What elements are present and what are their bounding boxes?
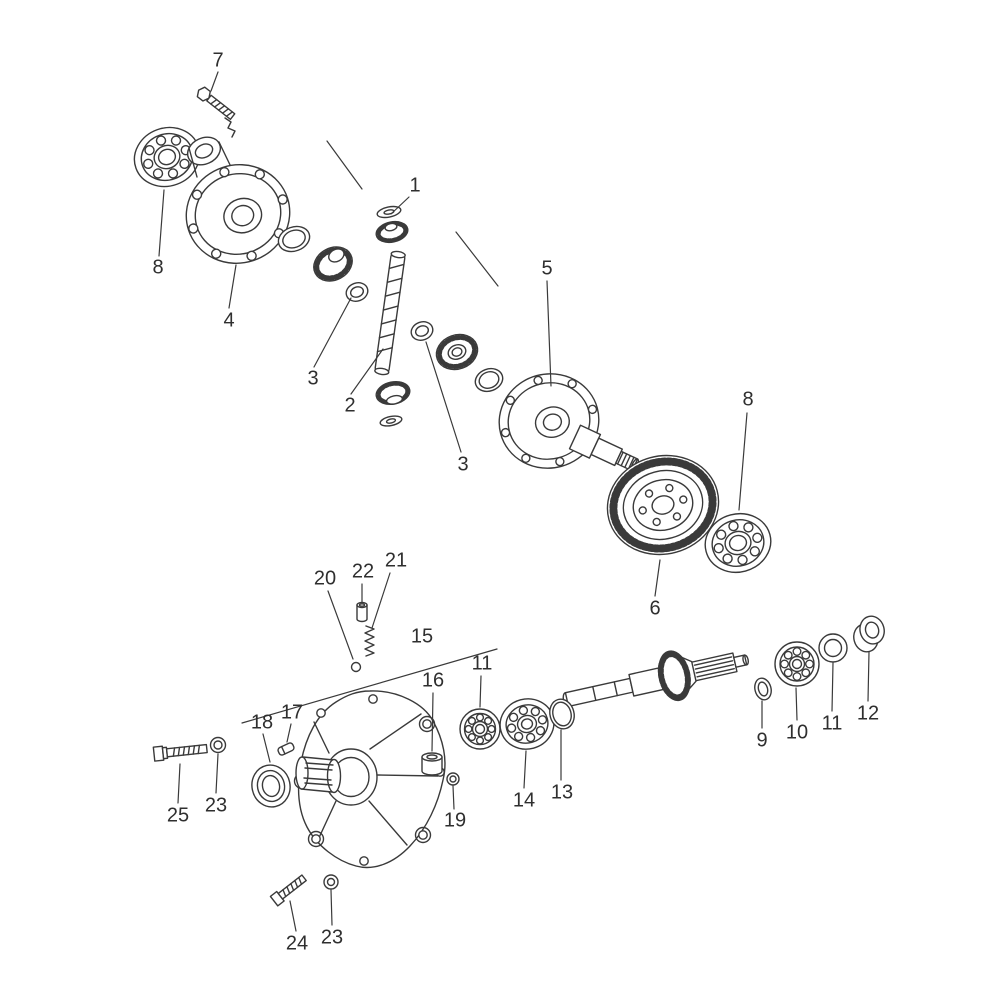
callout-1-6: 1 <box>409 174 421 197</box>
part-oring-19 <box>446 772 460 786</box>
callout-8-1: 8 <box>152 256 164 279</box>
part-sleeve-12 <box>853 615 885 653</box>
part-bolt-7 <box>196 86 236 121</box>
part-spring-21 <box>364 625 375 657</box>
part-bolt-24 <box>269 874 307 907</box>
callout-21-12: 21 <box>384 549 408 572</box>
callout-3-3: 3 <box>307 367 319 390</box>
part-washer-9 <box>754 677 772 701</box>
thread-squiggle <box>224 117 236 138</box>
part-thrust-washer-3a <box>345 282 369 302</box>
part-pinion-shaft-6 <box>562 650 749 708</box>
part-bearing-10 <box>774 641 820 687</box>
callout-9-25: 9 <box>756 729 768 752</box>
callout-24-23: 24 <box>285 932 309 955</box>
part-dowel-pin-17 <box>277 742 295 756</box>
part-bushing-16 <box>421 752 443 776</box>
part-cross-shaft-2 <box>374 250 406 376</box>
part-ring-gear-6 <box>606 454 720 556</box>
part-seal-18 <box>251 764 291 808</box>
callout-8-8: 8 <box>742 388 754 411</box>
callout-23-24: 23 <box>320 926 344 949</box>
part-oring-large <box>474 367 504 393</box>
part-bevel-gear-top-1 <box>375 220 409 244</box>
part-washer-23-bottom <box>323 874 339 890</box>
callout-3-5: 3 <box>457 453 469 476</box>
callout-4-2: 4 <box>223 309 235 332</box>
callout-20-10: 20 <box>313 567 337 590</box>
callout-18-16: 18 <box>250 711 274 734</box>
callout-17-17: 17 <box>280 701 304 724</box>
part-ball-20 <box>350 661 362 673</box>
callout-10-26: 10 <box>785 721 809 744</box>
callout-15-13: 15 <box>410 625 434 648</box>
callout-6-9: 6 <box>649 597 661 620</box>
part-side-cover-15 <box>293 690 446 869</box>
part-side-gear-3 <box>435 333 479 371</box>
callout-25-18: 25 <box>166 804 190 827</box>
callout-7-0: 7 <box>212 49 224 72</box>
part-washer-bottom <box>379 415 403 427</box>
callout-16-14: 16 <box>421 669 445 692</box>
callout-11-27: 11 <box>821 712 843 735</box>
part-bolt-25 <box>152 743 208 762</box>
callout-22-11: 22 <box>351 560 375 583</box>
part-bearing-8-right <box>704 513 772 573</box>
part-bevel-gear-bottom <box>375 380 411 406</box>
part-snap-ring-13 <box>549 698 575 730</box>
part-shim-ring <box>277 225 311 253</box>
part-thrust-washer-3b <box>410 321 434 341</box>
callout-19-20: 19 <box>443 809 467 832</box>
leader-lines <box>158 71 870 932</box>
part-diff-housing-4 <box>185 136 291 264</box>
callout-11-15: 11 <box>471 652 493 675</box>
part-bearing-14 <box>499 698 555 750</box>
part-bevel-gear-3-left <box>313 246 353 282</box>
callout-5-7: 5 <box>541 257 553 280</box>
part-washer-23-left <box>209 736 227 754</box>
part-washer-top-1 <box>376 205 402 219</box>
callout-2-4: 2 <box>344 394 356 417</box>
part-output-flange-5 <box>498 373 640 472</box>
part-bearing-8-left <box>133 126 201 188</box>
callout-23-19: 23 <box>204 794 228 817</box>
callout-12-28: 12 <box>856 702 880 725</box>
callout-13-22: 13 <box>550 781 574 804</box>
callout-14-21: 14 <box>512 789 536 812</box>
part-seal-ring-11-right <box>818 633 848 663</box>
